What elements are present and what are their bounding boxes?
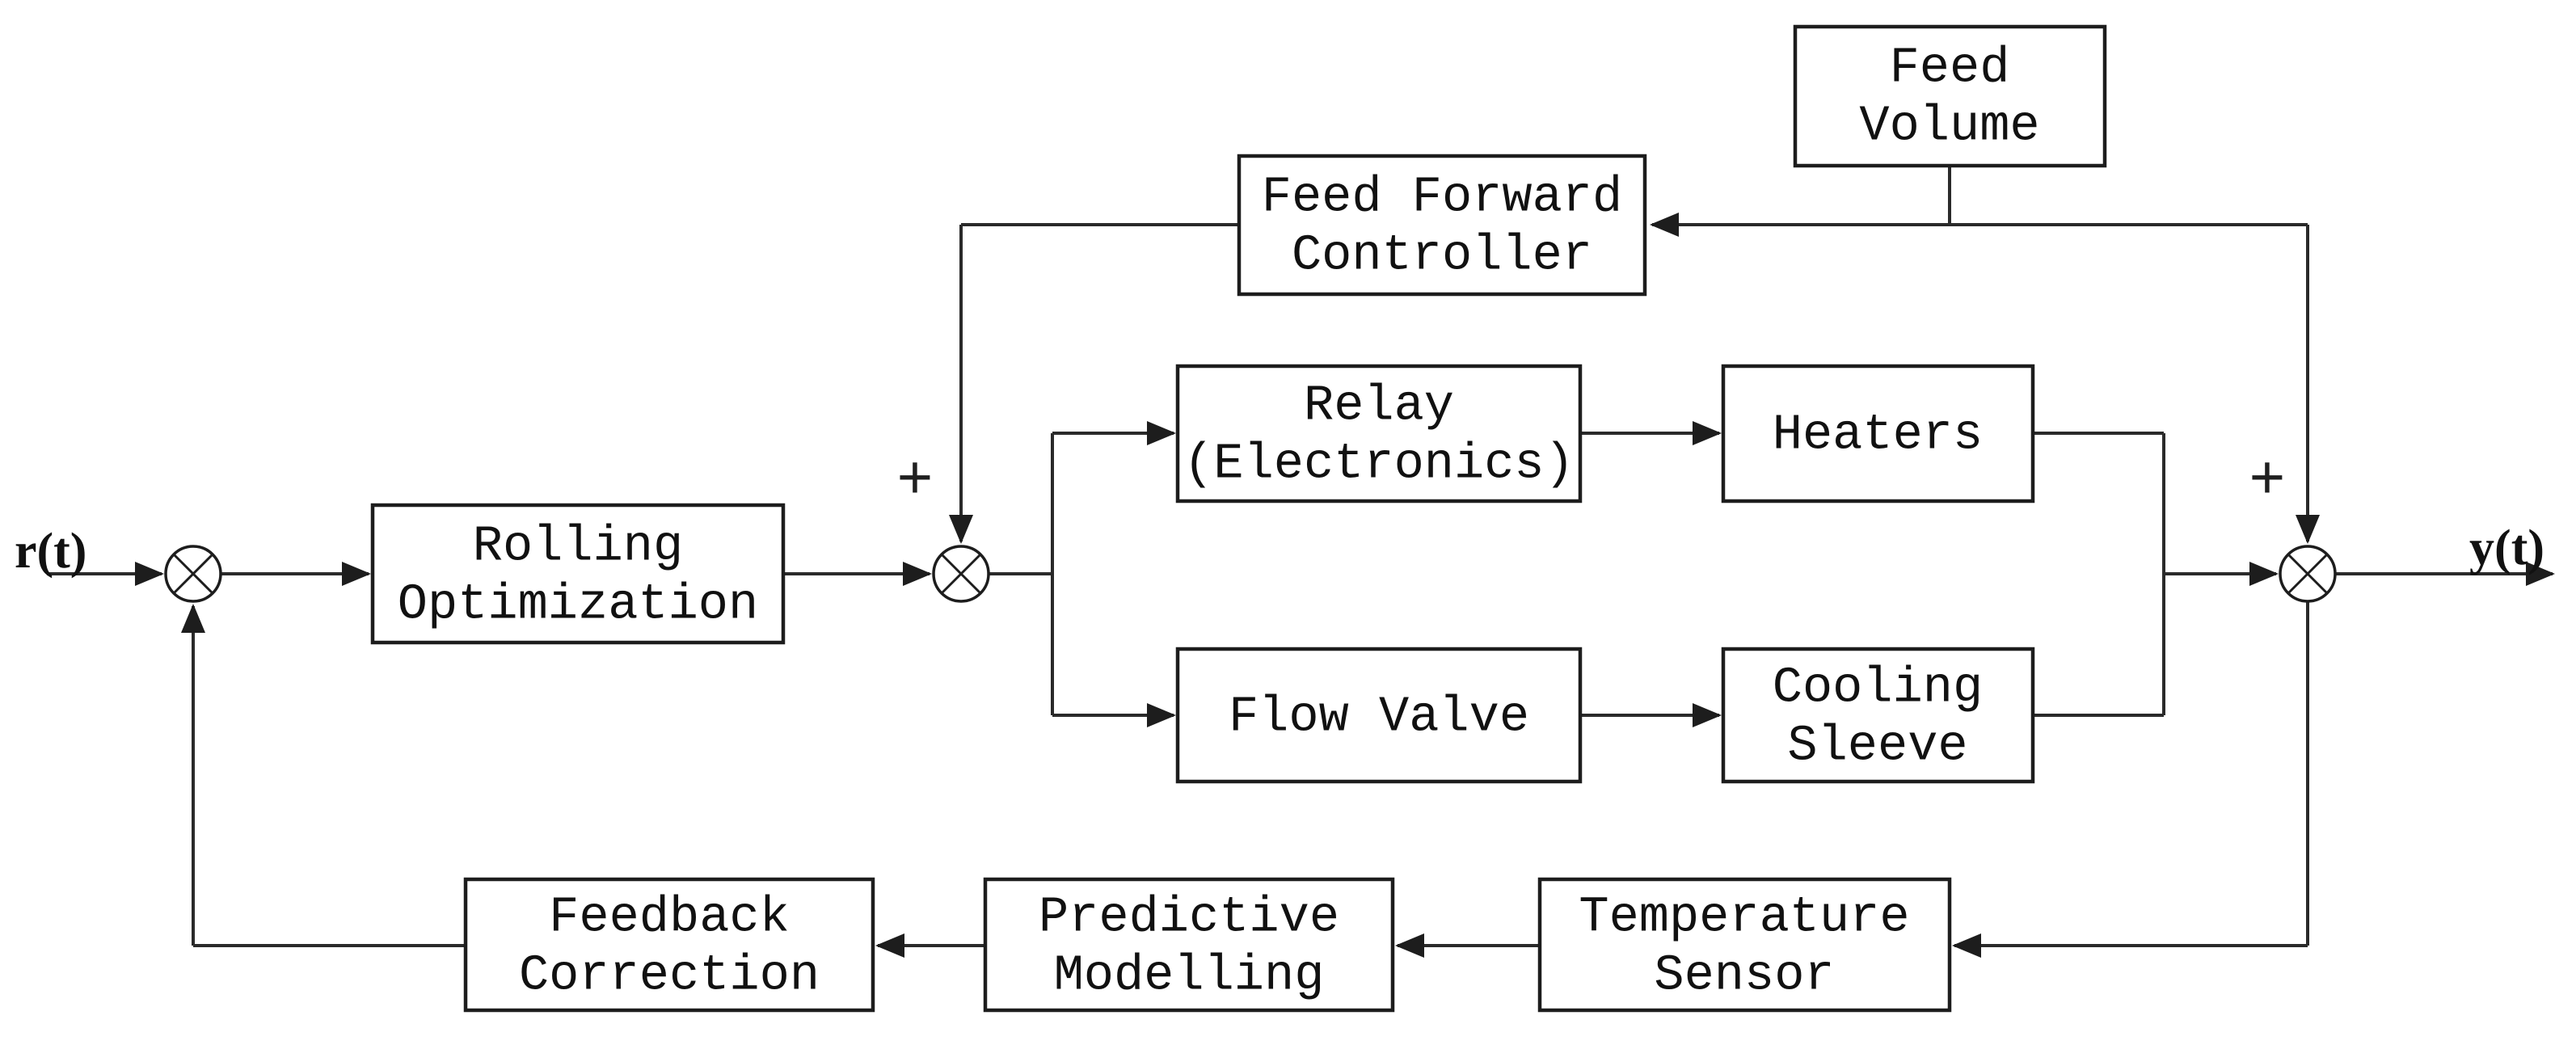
connections [47,166,2555,958]
sum-junction-cross-icon [2287,553,2329,595]
sum-junction-cross-icon [172,553,214,595]
block-box [1793,24,2107,168]
block-label: Feed [1890,40,2010,97]
block-heaters: Heaters [1721,364,2035,504]
block-box [1721,647,2035,784]
block-box [1537,877,1952,1013]
block-label: Flow Valve [1229,689,1529,746]
block-cooling-sleeve: Cooling Sleeve [1721,647,2035,784]
block-label: Temperature [1579,889,1909,946]
block-label: Optimization [398,576,758,634]
block-box [1175,647,1583,784]
block-label: Cooling [1773,659,1983,717]
block-feedback-correction: Feedback Correction [463,877,875,1013]
sum-junction-right [2279,545,2337,603]
block-label: Sleeve [1787,718,1967,775]
output-signal-label: y(t) [2469,520,2544,575]
sum-junction-left [164,545,222,603]
block-label: Rolling [473,518,683,575]
block-box [1721,364,2035,504]
block-label: Modelling [1054,947,1325,1005]
block-label: Heaters [1773,407,1983,464]
block-flow-valve: Flow Valve [1175,647,1583,784]
block-label: Volume [1859,98,2039,155]
sum-junction-mid [932,545,990,603]
block-rolling-optimization: Rolling Optimization [370,503,786,645]
block-label: Sensor [1654,947,1834,1005]
block-predictive-modelling: Predictive Modelling [983,877,1395,1013]
block-label: Feed Forward [1262,169,1622,226]
block-box [1175,364,1583,504]
block-box [983,877,1395,1013]
block-box [370,503,786,645]
block-box [463,877,875,1013]
sum-junction-cross-icon [940,553,982,595]
block-feed-forward-controller: Feed Forward Controller [1237,154,1647,297]
block-label: Predictive [1039,889,1339,946]
block-temperature-sensor: Temperature Sensor [1537,877,1952,1013]
plus-sign-right-sum: + [2249,443,2285,512]
block-label: Relay [1304,377,1454,435]
block-label: Controller [1292,227,1592,284]
block-label: Feedback [549,889,790,946]
block-box [1237,154,1647,297]
block-label: Correction [519,947,820,1005]
plus-sign-mid-sum: + [897,443,933,512]
input-signal-label: r(t) [15,524,86,579]
block-feed-volume: Feed Volume [1793,24,2107,168]
block-label: (Electronics) [1183,436,1575,493]
block-relay: Relay (Electronics) [1175,364,1583,504]
